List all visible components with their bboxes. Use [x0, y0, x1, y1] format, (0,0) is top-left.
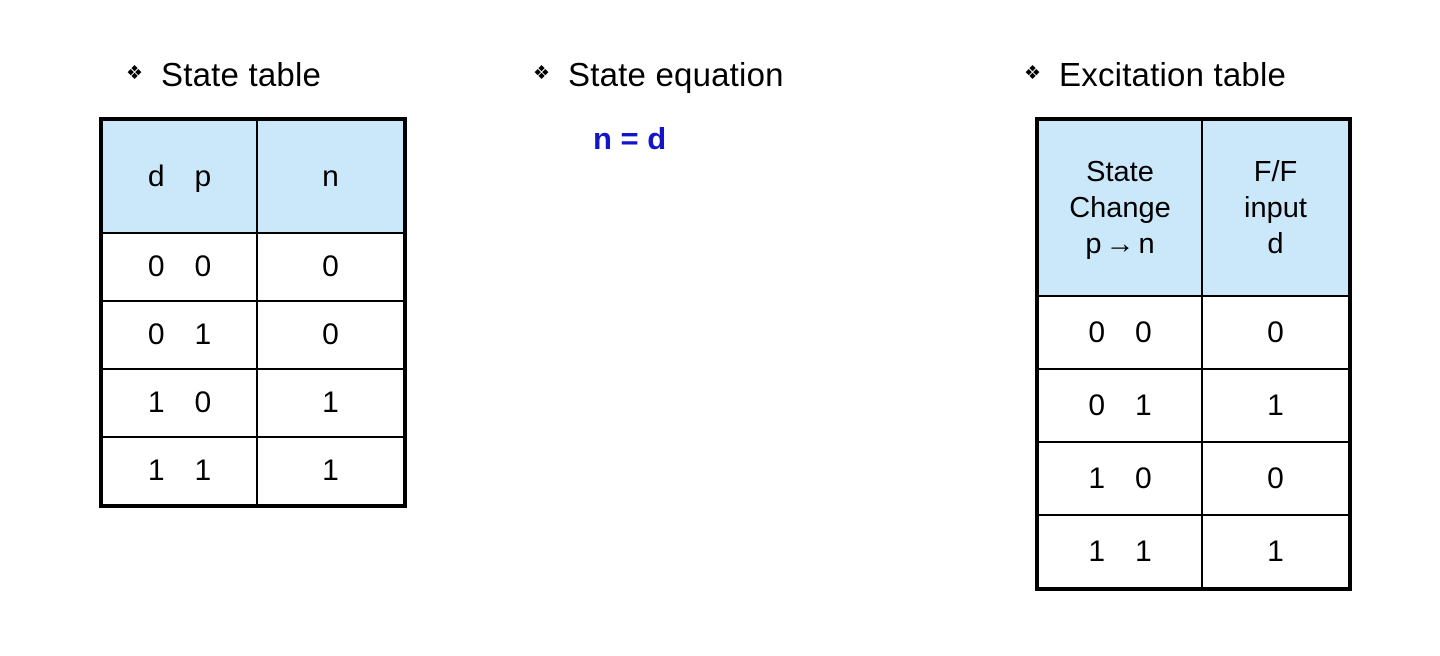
cell-d: 1 [147, 454, 165, 487]
header-label-p: p [194, 159, 212, 193]
cell-p: 1 [1088, 534, 1105, 568]
diamond-bullet-icon: ❖ [1024, 63, 1042, 84]
cell-p: 0 [1088, 388, 1105, 422]
header-line-d: d [1267, 228, 1284, 261]
table-header-row: State Change p→n F/F input d [1036, 118, 1351, 297]
excitation-row-0-input: 0 [1201, 295, 1351, 370]
cell-n: 1 [1135, 534, 1152, 568]
cell-n: 1 [1135, 388, 1152, 422]
cell-p: 1 [194, 318, 212, 351]
heading-state-table: ❖ State table [126, 58, 321, 91]
cell-d: 0 [147, 250, 165, 283]
excitation-row-2-input: 0 [1201, 441, 1351, 516]
excitation-row-3-input: 1 [1201, 514, 1351, 590]
heading-excitation-table: ❖ Excitation table [1024, 58, 1286, 91]
state-row-1-output: 0 [256, 300, 406, 370]
cell-d: 0 [147, 318, 165, 351]
state-table-title: State table [161, 56, 322, 93]
cell-n: 0 [1135, 315, 1152, 349]
excitation-row-1-input: 1 [1201, 368, 1351, 443]
header-line-state: State [1086, 155, 1154, 188]
cell-p: 0 [194, 250, 212, 283]
diamond-bullet-icon: ❖ [533, 63, 551, 84]
header-line-input: input [1244, 191, 1307, 224]
header-line-change: Change [1069, 191, 1171, 224]
cell-p: 1 [1088, 461, 1105, 495]
excitation-header-ff-input: F/F input d [1201, 118, 1351, 297]
state-equation-title: State equation [568, 56, 784, 93]
cell-p: 0 [1088, 315, 1105, 349]
header-line-ff: F/F [1253, 155, 1298, 188]
cell-d: 1 [147, 386, 165, 419]
header-from-p: p [1085, 228, 1102, 261]
state-row-3-output: 1 [256, 436, 406, 507]
excitation-header-state-change: State Change p→n [1036, 118, 1203, 297]
state-equation-formula: n = d [593, 121, 667, 156]
header-line-transition: p→n [1039, 226, 1201, 262]
diamond-bullet-icon: ❖ [126, 63, 144, 84]
right-arrow-icon: → [1105, 228, 1135, 261]
cell-p: 0 [194, 386, 212, 419]
state-row-2-output: 1 [256, 368, 406, 438]
cell-p: 1 [194, 454, 212, 487]
state-table-header-output: n [256, 118, 406, 234]
header-label-d: d [147, 159, 165, 193]
cell-n: 0 [1135, 461, 1152, 495]
excitation-table-title: Excitation table [1059, 56, 1287, 93]
header-to-n: n [1138, 228, 1155, 261]
heading-state-equation: ❖ State equation [533, 58, 784, 91]
state-row-0-output: 0 [256, 232, 406, 302]
